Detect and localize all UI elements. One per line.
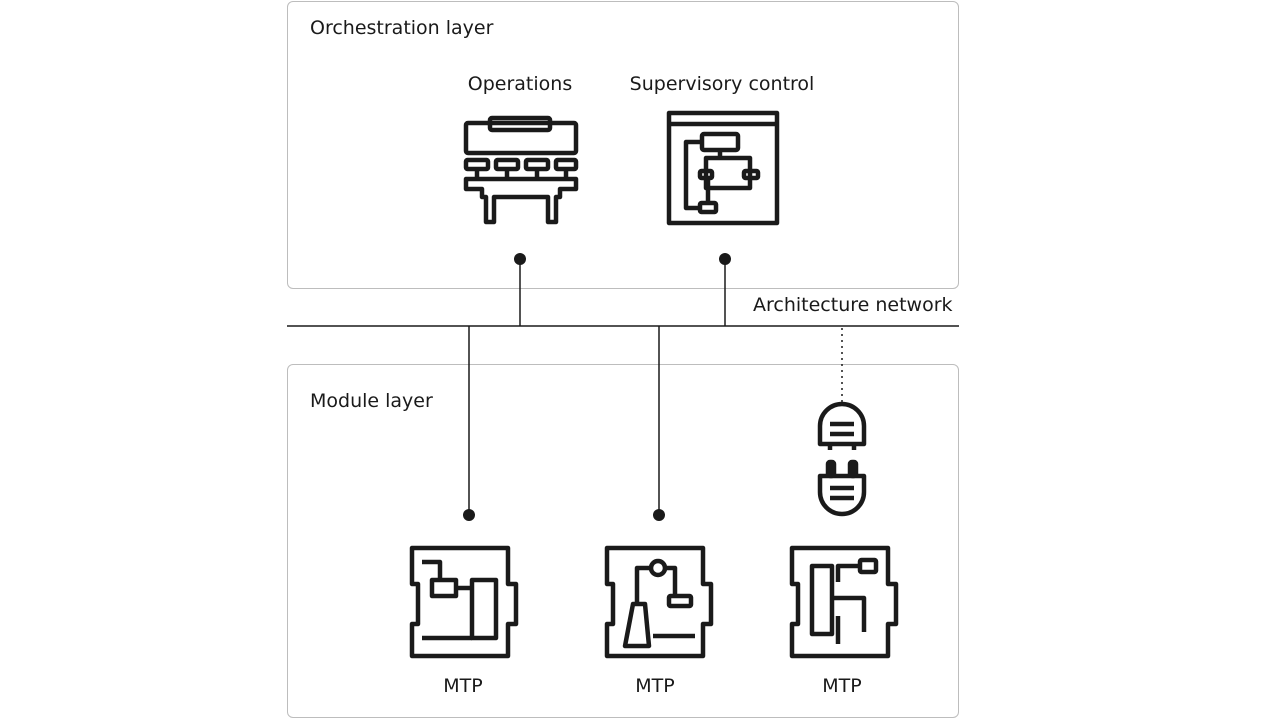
- plug-connector-icon: [817, 401, 867, 517]
- mtp-module-icon: [409, 545, 519, 659]
- orchestration-layer-panel: [287, 1, 959, 289]
- operations-console-icon: [463, 115, 579, 225]
- mtp-label: MTP: [443, 675, 483, 697]
- orchestration-layer-title: Orchestration layer: [310, 17, 494, 39]
- mtp2-connector-dot: [653, 509, 665, 521]
- operations-label: Operations: [467, 73, 573, 95]
- supervisory-control-icon: [666, 110, 780, 226]
- supervisory-connector-dot: [719, 253, 731, 265]
- operations-connector-dot: [514, 253, 526, 265]
- mtp-label: MTP: [635, 675, 675, 697]
- mtp-module-icon: [604, 545, 714, 659]
- mtp1-connector-dot: [463, 509, 475, 521]
- mtp-label: MTP: [822, 675, 862, 697]
- mtp-module-icon: [789, 545, 899, 659]
- supervisory-control-label: Supervisory control: [629, 73, 815, 95]
- architecture-network-label: Architecture network: [753, 294, 953, 316]
- module-layer-title: Module layer: [310, 390, 433, 412]
